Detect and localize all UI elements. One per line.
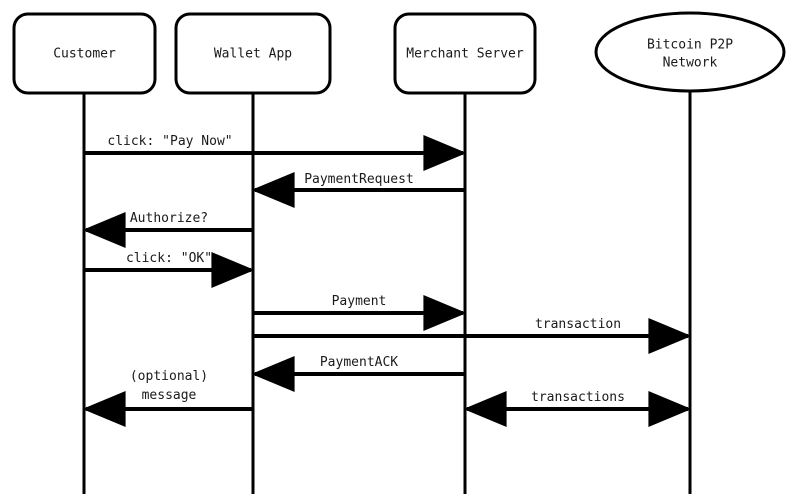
- lifelines: [82, 90, 692, 494]
- participant-merchant[interactable]: Merchant Server: [393, 12, 537, 95]
- participant-bitcoin-label-line1: Bitcoin P2P: [647, 38, 733, 53]
- participant-merchant-box[interactable]: [393, 12, 537, 95]
- message-transactions[interactable]: transactions: [463, 390, 692, 427]
- participant-bitcoin[interactable]: Bitcoin P2P Network: [594, 11, 786, 93]
- message-payment-ack[interactable]: PaymentACK: [251, 355, 465, 392]
- message-transactions-label: transactions: [531, 390, 625, 405]
- message-payment-label: Payment: [332, 294, 387, 309]
- participant-bitcoin-ellipse[interactable]: [594, 11, 786, 93]
- participant-customer-box[interactable]: [12, 12, 157, 95]
- message-click-pay-now[interactable]: click: "Pay Now": [84, 134, 467, 171]
- participant-wallet-box[interactable]: [174, 12, 332, 95]
- message-click-pay-now-label: click: "Pay Now": [107, 134, 232, 149]
- participant-customer[interactable]: Customer: [12, 12, 157, 95]
- message-optional-message-label-line2: message: [142, 388, 197, 403]
- participant-wallet[interactable]: Wallet App: [174, 12, 332, 95]
- message-authorize-label: Authorize?: [130, 211, 208, 226]
- participant-wallet-label: Wallet App: [214, 47, 292, 62]
- participant-customer-label: Customer: [53, 47, 116, 62]
- message-transaction[interactable]: transaction: [253, 317, 692, 354]
- message-optional-message-label-line1: (optional): [130, 369, 208, 384]
- participant-merchant-label: Merchant Server: [406, 47, 524, 62]
- message-transaction-label: transaction: [535, 317, 621, 332]
- message-click-ok[interactable]: click: "OK": [84, 251, 255, 288]
- message-optional-message[interactable]: (optional) message: [82, 369, 253, 427]
- message-payment-request-label: PaymentRequest: [304, 172, 414, 187]
- participant-bitcoin-label-line2: Network: [663, 56, 718, 71]
- message-payment-request[interactable]: PaymentRequest: [251, 172, 465, 208]
- message-payment[interactable]: Payment: [253, 294, 467, 331]
- message-authorize[interactable]: Authorize?: [82, 211, 253, 248]
- message-payment-ack-label: PaymentACK: [320, 355, 398, 370]
- message-click-ok-label: click: "OK": [126, 251, 212, 266]
